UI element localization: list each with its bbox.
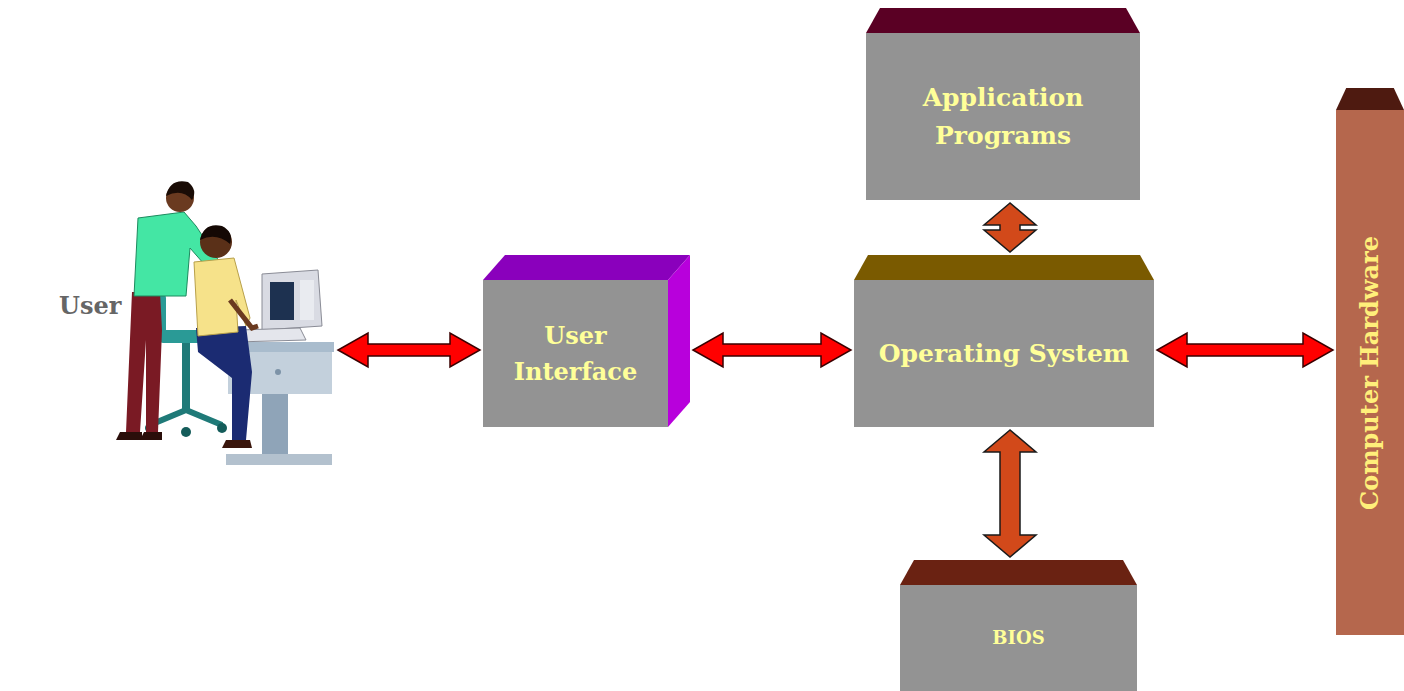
interface-box: User Interface: [483, 255, 690, 427]
os-box: Operating System: [854, 255, 1154, 427]
double-arrow: [984, 430, 1036, 557]
text-block: Application Programs: [874, 79, 1132, 155]
double-arrow: [693, 333, 851, 367]
text-block: BIOS: [992, 625, 1044, 651]
text-block: User: [59, 291, 121, 321]
box-top: [854, 255, 1154, 280]
text-block: User Interface: [491, 318, 660, 390]
user-figure: User: [55, 185, 335, 465]
node-label: User Interface: [491, 318, 660, 390]
node-label: Computer Hardware: [1355, 236, 1385, 510]
box-front: [483, 280, 668, 427]
box-top: [1336, 88, 1404, 110]
application-box: Application Programs: [866, 8, 1140, 200]
box-shape: [900, 560, 1137, 691]
box-top: [483, 255, 690, 280]
node-label: Application Programs: [874, 79, 1132, 155]
computer: [236, 270, 322, 342]
box-front: [866, 33, 1140, 200]
node-label: Operating System: [879, 335, 1130, 373]
box-front: [900, 585, 1137, 691]
text-block: Operating System: [879, 335, 1130, 373]
bios-box: BIOS: [900, 560, 1137, 691]
box-top: [866, 8, 1140, 33]
double-arrow: [1157, 333, 1333, 367]
box-shape: [55, 185, 335, 465]
box-front: [1336, 110, 1404, 635]
text-block: Computer Hardware: [1355, 236, 1385, 510]
box-side: [668, 255, 690, 427]
double-arrow: [984, 203, 1036, 252]
hardware-bar: Computer Hardware: [1336, 88, 1404, 635]
box-top: [900, 560, 1137, 585]
node-label: BIOS: [992, 625, 1044, 651]
box-front: [854, 280, 1154, 427]
double-arrow: [338, 333, 480, 367]
seated-man: [194, 225, 258, 448]
node-label: User: [59, 291, 121, 321]
